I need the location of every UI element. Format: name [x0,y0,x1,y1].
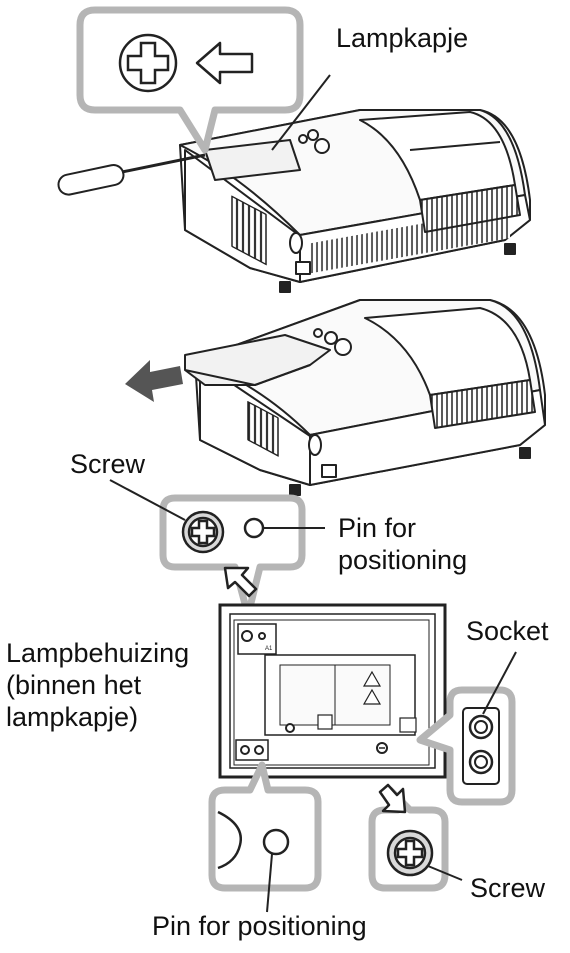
pull-arrow-icon [125,360,183,402]
pin-top-label-line2: positioning [338,544,467,576]
pin-bottom-label: Pin for positioning [152,910,367,942]
lamp-housing-label-line2: (binnen het [6,669,189,701]
projector-middle [185,300,545,495]
lamp-housing-label-line3: lampkapje) [6,701,189,733]
screw-bottom-label: Screw [470,872,545,904]
projector-top [180,110,530,292]
lamp-housing: A1 [220,605,445,777]
screw-icon [388,831,432,875]
callout-bottom-pin [212,765,318,888]
positioning-pin-icon [245,519,263,537]
pin-top-label-line1: Pin for [338,512,467,544]
screw-top-label: Screw [70,448,145,480]
screw-icon [183,512,223,552]
svg-text:A1: A1 [265,646,273,652]
callout-middle [163,498,302,615]
lamp-housing-label-line1: Lampbehuizing [6,637,189,669]
lamp-housing-label: Lampbehuizing (binnen het lampkapje) [6,637,189,733]
screw-icon [120,35,176,91]
pin-top-label: Pin for positioning [338,512,467,576]
socket-label: Socket [466,615,549,647]
lamp-cover-label: Lampkapje [336,22,468,54]
